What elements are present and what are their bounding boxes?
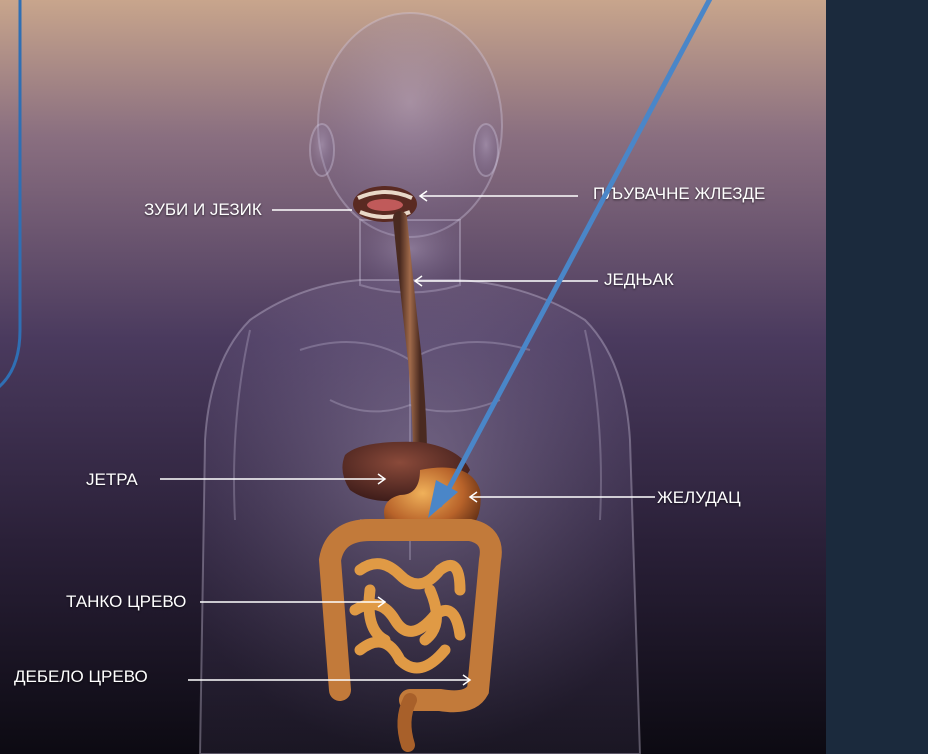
label-teeth-tongue: ЗУБИ И ЈЕЗИК [144, 200, 262, 220]
label-small-intestine: ТАНКО ЦРЕВО [66, 592, 186, 612]
side-panel [826, 0, 928, 754]
illustration-area: ЗУБИ И ЈЕЗИК ПЉУВАЧНЕ ЖЛЕЗДЕ ЈЕДЊАК ЈЕТР… [0, 0, 826, 754]
digestive-system-figure [0, 0, 826, 754]
label-esophagus: ЈЕДЊАК [604, 270, 674, 290]
label-stomach: ЖЕЛУДАЦ [657, 488, 741, 508]
mouth-teeth [353, 186, 417, 222]
label-liver: ЈЕТРА [86, 470, 138, 490]
label-large-intestine: ДЕБЕЛО ЦРЕВО [14, 667, 148, 687]
rectum-organ [404, 700, 410, 745]
label-salivary-glands: ПЉУВАЧНЕ ЖЛЕЗДЕ [593, 184, 765, 204]
